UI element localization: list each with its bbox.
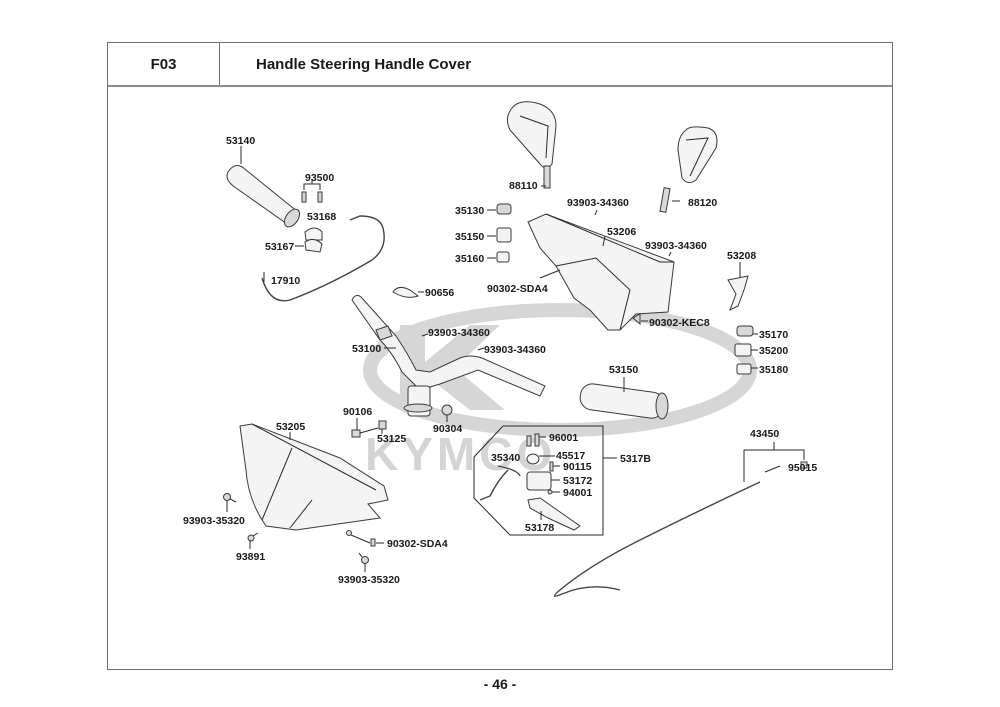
label-93903-34360-bar-2: 93903-34360: [484, 344, 546, 356]
throttle-housing-part: [295, 227, 323, 253]
label-93891: 93891: [236, 551, 265, 563]
throttle-grip-part: [226, 146, 301, 228]
section-code: F03: [108, 43, 220, 85]
nut-90304-part: [441, 404, 453, 416]
label-90302-sda4-lower: 90302-SDA4: [387, 538, 448, 550]
handlebar-part: [351, 294, 546, 417]
left-switches-part: [487, 203, 512, 263]
label-53178: 53178: [525, 522, 554, 534]
label-43450: 43450: [750, 428, 779, 440]
label-93903-35320-lower: 93903-35320: [338, 574, 400, 586]
label-53167: 53167: [265, 241, 294, 253]
label-53100: 53100: [352, 343, 381, 355]
label-35200: 35200: [759, 345, 788, 357]
label-88110: 88110: [509, 180, 538, 192]
label-53206: 53206: [607, 226, 636, 238]
label-35130: 35130: [455, 205, 484, 217]
label-53208: 53208: [727, 250, 756, 262]
front-handle-cover-part: [239, 423, 389, 531]
brake-cable-43450-part: [553, 442, 808, 597]
label-53205: 53205: [276, 421, 305, 433]
label-93903-34360-top: 93903-34360: [567, 197, 629, 209]
page-number: - 46 -: [483, 676, 517, 692]
left-mirror-part: [506, 101, 557, 189]
label-53125: 53125: [377, 433, 406, 445]
clip-90302-sda4-lower: [346, 530, 384, 547]
rear-handle-cover-part: [527, 209, 675, 331]
watermark-text: KYMCO: [365, 428, 556, 480]
label-5317b: 5317B: [620, 453, 651, 465]
label-93903-34360-right: 93903-34360: [645, 240, 707, 252]
label-53150: 53150: [609, 364, 638, 376]
bolt-90106-part: [351, 418, 379, 438]
label-17910: 17910: [271, 275, 300, 287]
screws-93500: [301, 180, 323, 203]
bracket-53208-part: [727, 262, 749, 312]
label-96001: 96001: [549, 432, 578, 444]
label-93903-34360-bar-1: 93903-34360: [428, 327, 490, 339]
label-90115: 90115: [563, 461, 592, 473]
right-switches-part: [734, 325, 758, 375]
right-grip-part: [579, 377, 669, 420]
label-94001: 94001: [563, 487, 592, 499]
screw-93903-35320-left: [223, 493, 237, 512]
label-35180: 35180: [759, 364, 788, 376]
brake-lever-assembly-box: [473, 425, 617, 536]
label-93903-35320-left: 93903-35320: [183, 515, 245, 527]
label-53140: 53140: [226, 135, 255, 147]
label-35160: 35160: [455, 253, 484, 265]
label-35150: 35150: [455, 231, 484, 243]
label-35340: 35340: [491, 452, 520, 464]
throttle-cable: [261, 215, 385, 302]
label-45517: 45517: [556, 450, 585, 462]
part-labels: 53140 93500 53168 53167 17910 90656 8811…: [183, 135, 817, 586]
label-35170: 35170: [759, 329, 788, 341]
label-90302-kec8: 90302-KEC8: [649, 317, 710, 329]
header-bar: F03 Handle Steering Handle Cover: [108, 43, 892, 87]
label-90302-sda4-upper: 90302-SDA4: [487, 283, 548, 295]
label-53168: 53168: [307, 211, 336, 223]
label-53172: 53172: [563, 475, 592, 487]
label-95015: 95015: [788, 462, 817, 474]
band-90656-part: [392, 286, 420, 298]
label-93500: 93500: [305, 172, 334, 184]
label-90106: 90106: [343, 406, 372, 418]
page-title: Handle Steering Handle Cover: [256, 55, 472, 73]
right-mirror-part: [659, 126, 718, 213]
label-88120: 88120: [688, 197, 717, 209]
screw-93891: [247, 532, 259, 549]
diagram-frame: F03 Handle Steering Handle Cover: [107, 42, 893, 670]
screw-93903-35320-lower: [358, 552, 369, 572]
label-90656: 90656: [425, 287, 454, 299]
nut-53125-part: [378, 420, 387, 430]
label-90304: 90304: [433, 423, 462, 435]
